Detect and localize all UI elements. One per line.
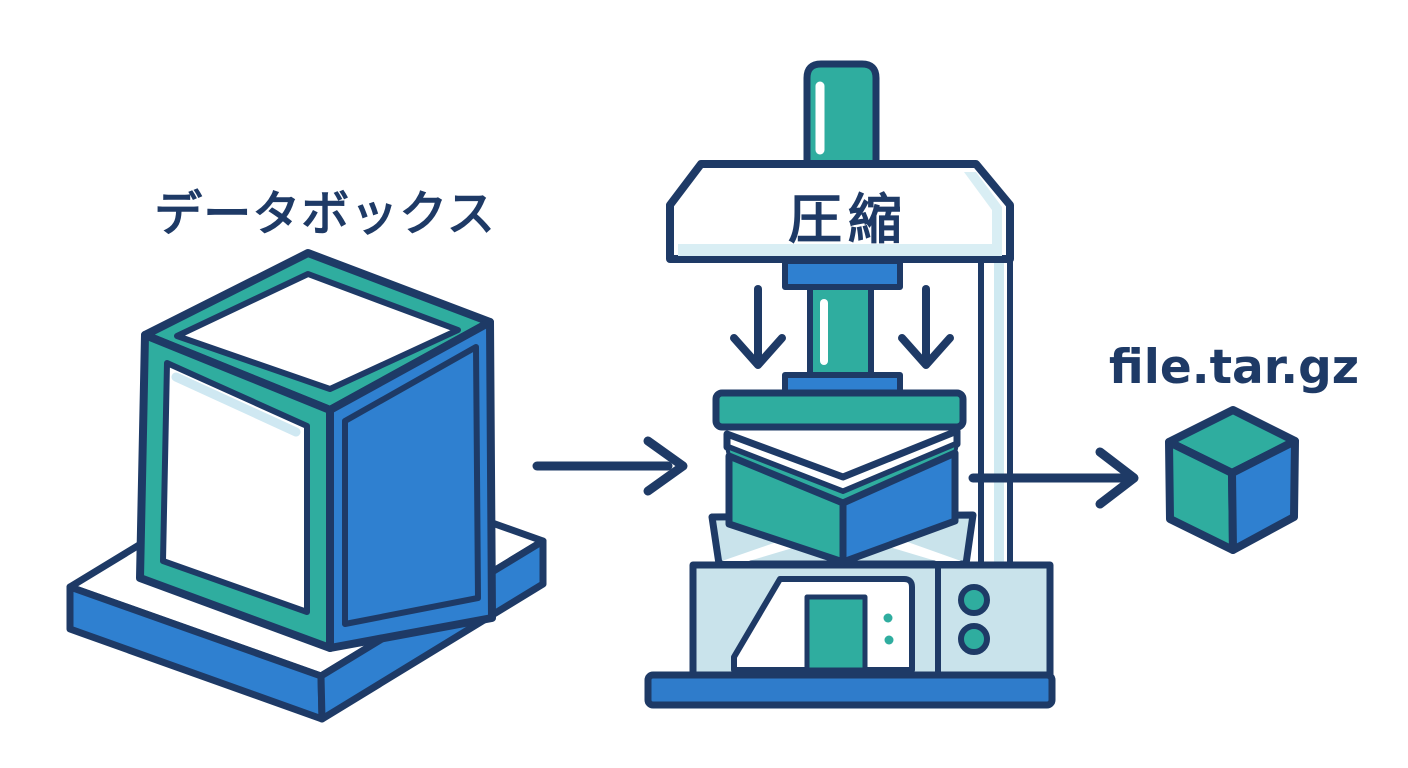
- compressed-file-node: file.tar.gz: [1109, 340, 1359, 554]
- column-stripe: [994, 260, 1004, 673]
- small-cube-icon: [1165, 406, 1299, 554]
- down-arrow-right-icon: [898, 285, 954, 369]
- small-cube-right-face: [1228, 437, 1299, 554]
- data-box-cube-icon: [136, 249, 496, 652]
- box-right-face: [839, 449, 959, 566]
- beam-body: [666, 160, 1014, 263]
- flow-arrow-output: [968, 447, 1139, 509]
- machine-body: [689, 561, 1054, 679]
- knob-button-1: [958, 584, 990, 616]
- input-arrow-head: [643, 436, 688, 496]
- indicator-dot-1: [883, 613, 893, 623]
- knob-button-2: [958, 623, 990, 655]
- data-box-label: データボックス: [154, 186, 496, 242]
- cube-top-panel: [174, 271, 461, 392]
- output-arrow-head: [1095, 447, 1139, 509]
- ram-connector: [782, 258, 903, 290]
- down-arrow-left-icon: [730, 285, 786, 369]
- cube-panel-highlight: [171, 372, 301, 437]
- beam-bottom-strip: [678, 244, 1002, 256]
- data-box-node: データボックス: [66, 186, 547, 723]
- cube-right-inner-border: [342, 344, 481, 627]
- flow-arrow-input: [532, 436, 688, 496]
- output-file-label: file.tar.gz: [1109, 340, 1359, 395]
- indicator-dot-2: [884, 635, 894, 645]
- beam-right-strip: [964, 172, 1002, 256]
- machine-base-bar: [644, 671, 1056, 709]
- ram-rod: [807, 284, 874, 380]
- press-plate: [712, 389, 967, 431]
- press-node: 圧縮: [644, 60, 1056, 709]
- anvil-groove: [722, 519, 961, 561]
- press-label: 圧縮: [788, 188, 908, 251]
- compressed-box-icon: [723, 427, 961, 566]
- press-beam: 圧縮: [666, 160, 1014, 263]
- machine-door: [804, 594, 868, 673]
